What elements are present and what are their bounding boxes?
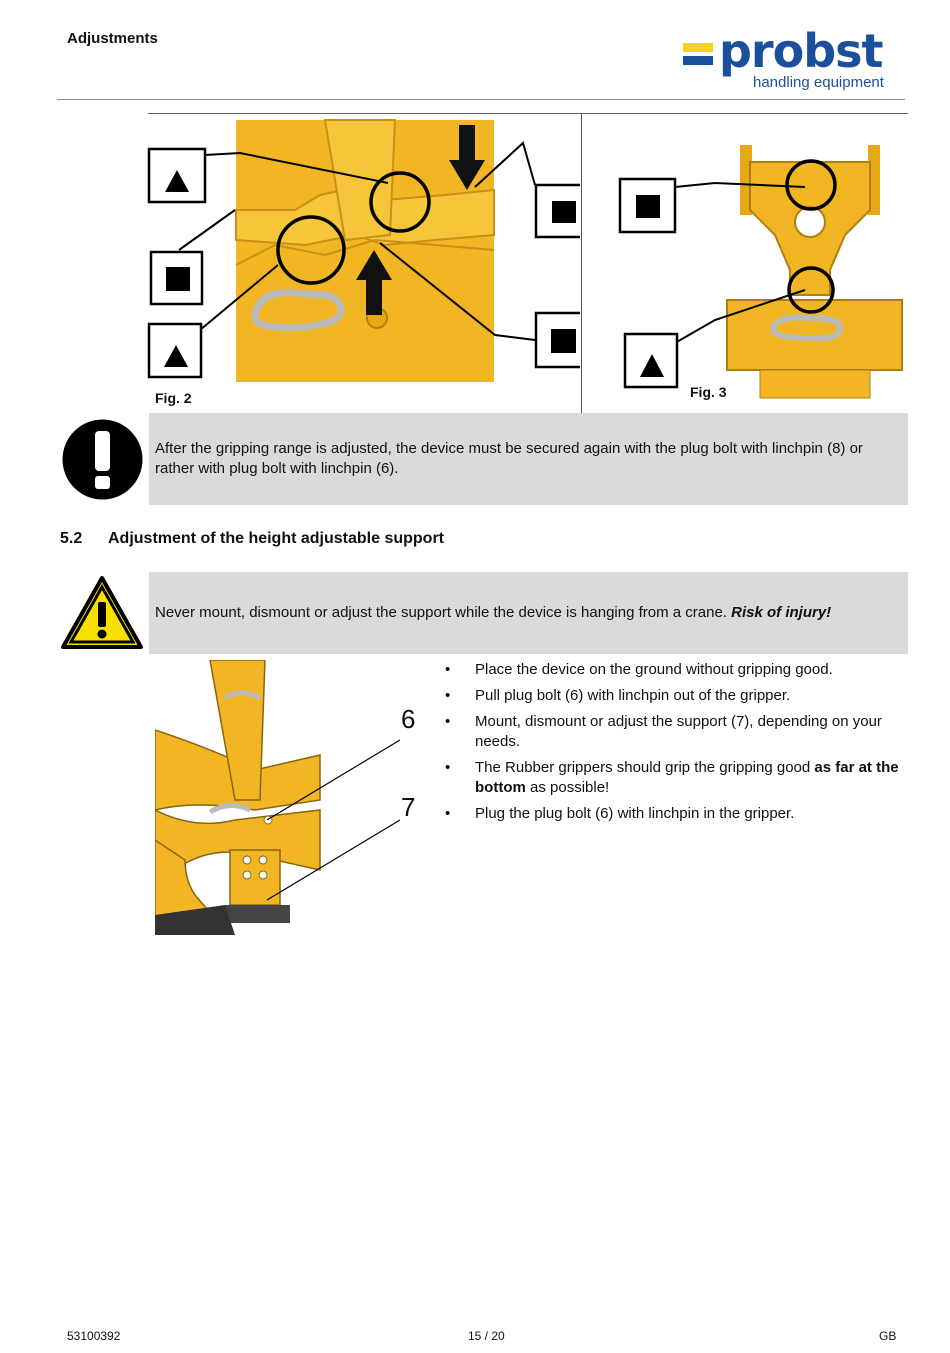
list-item: Mount, dismount or adjust the support (7… xyxy=(445,712,915,752)
logo-word: probst xyxy=(719,24,884,78)
triangle-icon xyxy=(640,354,664,377)
list-item: The Rubber grippers should grip the grip… xyxy=(445,758,915,798)
square-icon xyxy=(166,267,190,291)
warning-notice-text: Never mount, dismount or adjust the supp… xyxy=(155,604,727,621)
triangle-icon xyxy=(164,345,188,367)
logo-bar-yellow xyxy=(683,43,713,52)
steps-list: Place the device on the ground without g… xyxy=(445,660,915,830)
list-item: Pull plug bolt (6) with linchpin out of … xyxy=(445,686,915,706)
figure-2-illustration xyxy=(147,119,580,382)
square-icon xyxy=(552,201,576,223)
figures-top-rule xyxy=(148,113,908,114)
list-item: Plug the plug bolt (6) with linchpin in … xyxy=(445,804,915,824)
warning-triangle-icon xyxy=(61,576,143,649)
square-icon xyxy=(551,329,576,353)
probst-logo: probst handling equipment xyxy=(683,24,895,96)
footer-page-number: 15 / 20 xyxy=(468,1329,505,1343)
warning-notice: Never mount, dismount or adjust the supp… xyxy=(149,572,908,654)
info-notice: After the gripping range is adjusted, th… xyxy=(149,413,908,505)
highlight-circle xyxy=(276,215,346,285)
figure-3-illustration xyxy=(618,145,903,399)
figure-2-caption: Fig. 2 xyxy=(155,390,192,406)
arrow-up-icon xyxy=(356,250,392,315)
logo-tagline: handling equipment xyxy=(753,74,884,91)
figures-divider xyxy=(581,113,582,413)
support-illustration: 6 7 xyxy=(155,660,415,935)
square-icon xyxy=(636,195,660,218)
highlight-circle xyxy=(785,159,837,211)
logo-bar-blue xyxy=(683,56,713,65)
section-title: Adjustment of the height adjustable supp… xyxy=(108,530,444,547)
footer-doc-number: 53100392 xyxy=(67,1329,121,1343)
highlight-circle xyxy=(787,266,835,314)
triangle-symbol-box xyxy=(623,332,679,389)
header-rule xyxy=(57,99,905,100)
label-6: 6 xyxy=(401,704,415,734)
figure-3-caption: Fig. 3 xyxy=(690,384,727,400)
footer-language: GB xyxy=(879,1329,897,1343)
info-notice-text: After the gripping range is adjusted, th… xyxy=(155,440,863,477)
arrow-down-icon xyxy=(449,125,485,190)
list-item: Place the device on the ground without g… xyxy=(445,660,915,680)
highlight-circle xyxy=(369,171,431,233)
section-number: 5.2 xyxy=(60,530,83,547)
label-7: 7 xyxy=(401,792,415,822)
warning-emphasis: Risk of injury! xyxy=(731,604,832,621)
triangle-icon xyxy=(165,170,189,192)
header-title: Adjustments xyxy=(67,30,158,47)
exclamation-icon xyxy=(62,419,143,500)
